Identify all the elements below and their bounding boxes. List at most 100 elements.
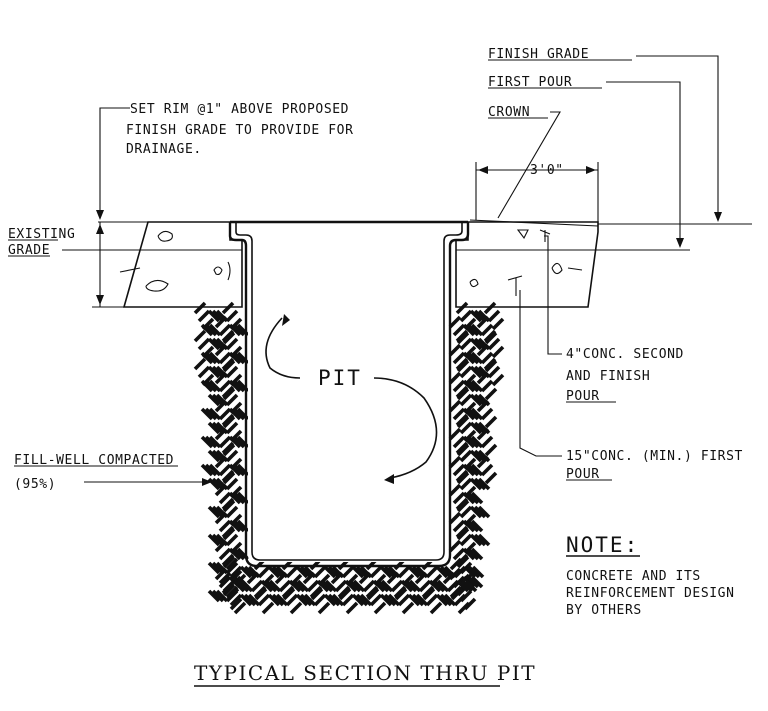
second-pour-label-1: 4"CONC. SECOND	[566, 347, 684, 362]
pit-wall-inner	[235, 222, 463, 561]
hatch-stroke	[232, 435, 246, 449]
hatch-stroke	[455, 497, 469, 511]
hatch-stroke	[462, 379, 476, 393]
pit-flow-arrow-right	[373, 377, 438, 479]
hatch-stroke	[222, 555, 236, 569]
hatch-stroke	[466, 407, 480, 421]
hatch-stroke	[466, 575, 480, 589]
hatch-stroke	[456, 331, 470, 345]
hatch-stroke	[448, 483, 462, 497]
hatch-stroke	[214, 315, 228, 329]
hatch-stroke	[214, 427, 228, 441]
hatch-stroke	[207, 477, 221, 491]
hatch-stroke	[222, 443, 236, 457]
hatch-stroke	[228, 351, 242, 365]
hatch-stroke	[387, 593, 401, 607]
hatch-stroke	[218, 463, 232, 477]
hatch-stroke	[470, 323, 484, 337]
note-line-2: REINFORCEMENT DESIGN	[566, 586, 735, 601]
hatch-stroke	[439, 593, 453, 607]
hatch-stroke	[229, 597, 243, 611]
hatch-stroke	[214, 343, 228, 357]
hatch-stroke	[476, 427, 490, 441]
hatch-stroke	[257, 593, 271, 607]
hatch-stroke	[448, 427, 462, 441]
set-rim-label-3: DRAINAGE.	[126, 142, 202, 157]
hatch-stroke	[316, 579, 330, 593]
hatch-stroke	[207, 449, 221, 463]
hatch-stroke	[302, 571, 316, 585]
hatch-stroke	[288, 579, 302, 593]
hatch-stroke	[254, 587, 268, 601]
hatch-stroke	[443, 593, 457, 607]
hatch-stroke	[425, 565, 439, 579]
dimension-label: 3'0"	[530, 163, 564, 178]
hatch-stroke	[466, 435, 480, 449]
compacted-fill-hatch-bottom	[218, 557, 485, 615]
hatch-stroke	[452, 519, 466, 533]
hatch-stroke	[469, 337, 483, 351]
hatch-stroke	[450, 587, 464, 601]
hatch-stroke	[228, 463, 242, 477]
hatch-stroke	[222, 527, 236, 541]
hatch-stroke	[208, 351, 222, 365]
hatch-stroke	[491, 317, 505, 331]
hatch-stroke	[351, 593, 365, 607]
hatch-stroke	[222, 583, 236, 597]
hatch-stroke	[470, 519, 484, 533]
hatch-stroke	[407, 593, 421, 607]
hatch-stroke	[469, 421, 483, 435]
hatch-stroke	[243, 593, 257, 607]
hatch-stroke	[459, 505, 473, 519]
hatch-stroke	[323, 565, 337, 579]
hatch-stroke	[228, 323, 242, 337]
hatch-stroke	[225, 393, 239, 407]
hatch-stroke	[456, 579, 470, 593]
hatch-stroke	[295, 565, 309, 579]
hatch-stroke	[442, 571, 456, 585]
hatch-stroke	[193, 301, 207, 315]
hatch-stroke	[459, 365, 473, 379]
crown-leader	[497, 111, 561, 219]
hatch-stroke	[411, 593, 425, 607]
hatch-stroke	[221, 329, 235, 343]
fill-label-1: FILL-WELL COMPACTED	[14, 453, 174, 468]
hatch-stroke	[470, 491, 484, 505]
hatch-stroke	[469, 309, 483, 323]
hatch-stroke	[470, 407, 484, 421]
hatch-stroke	[232, 547, 246, 561]
hatch-stroke	[484, 387, 498, 401]
hatch-stroke	[260, 579, 274, 593]
hatch-stroke	[456, 443, 470, 457]
hatch-stroke	[320, 579, 334, 593]
hatch-stroke	[200, 323, 214, 337]
hatch-stroke	[448, 315, 462, 329]
hatch-stroke	[221, 357, 235, 371]
hatch-stroke	[449, 557, 463, 571]
hatch-stroke	[459, 393, 473, 407]
hatch-stroke	[456, 499, 470, 513]
existing-grade-label-1: EXISTING	[8, 227, 75, 242]
set-rim-label-1: SET RIM @1" ABOVE PROPOSED	[130, 102, 349, 117]
hatch-stroke	[228, 379, 242, 393]
hatch-stroke	[214, 455, 228, 469]
hatch-stroke	[449, 585, 463, 599]
hatch-stroke	[225, 557, 239, 571]
hatch-stroke	[208, 435, 222, 449]
hatch-stroke	[282, 587, 296, 601]
hatch-stroke	[331, 593, 345, 607]
compacted-fill-hatch-right	[448, 301, 505, 611]
hatch-stroke	[456, 415, 470, 429]
hatch-stroke	[463, 565, 477, 579]
hatch-stroke	[239, 565, 253, 579]
note-line-1: CONCRETE AND ITS	[566, 569, 701, 584]
hatch-stroke	[422, 587, 436, 601]
set-rim-leader	[99, 107, 130, 214]
hatch-stroke	[225, 585, 239, 599]
hatch-stroke	[473, 505, 487, 519]
hatch-stroke	[306, 579, 320, 593]
right-concrete-slab	[455, 221, 599, 308]
hatch-stroke	[400, 579, 414, 593]
hatch-stroke	[452, 491, 466, 505]
hatch-stroke	[229, 565, 243, 579]
